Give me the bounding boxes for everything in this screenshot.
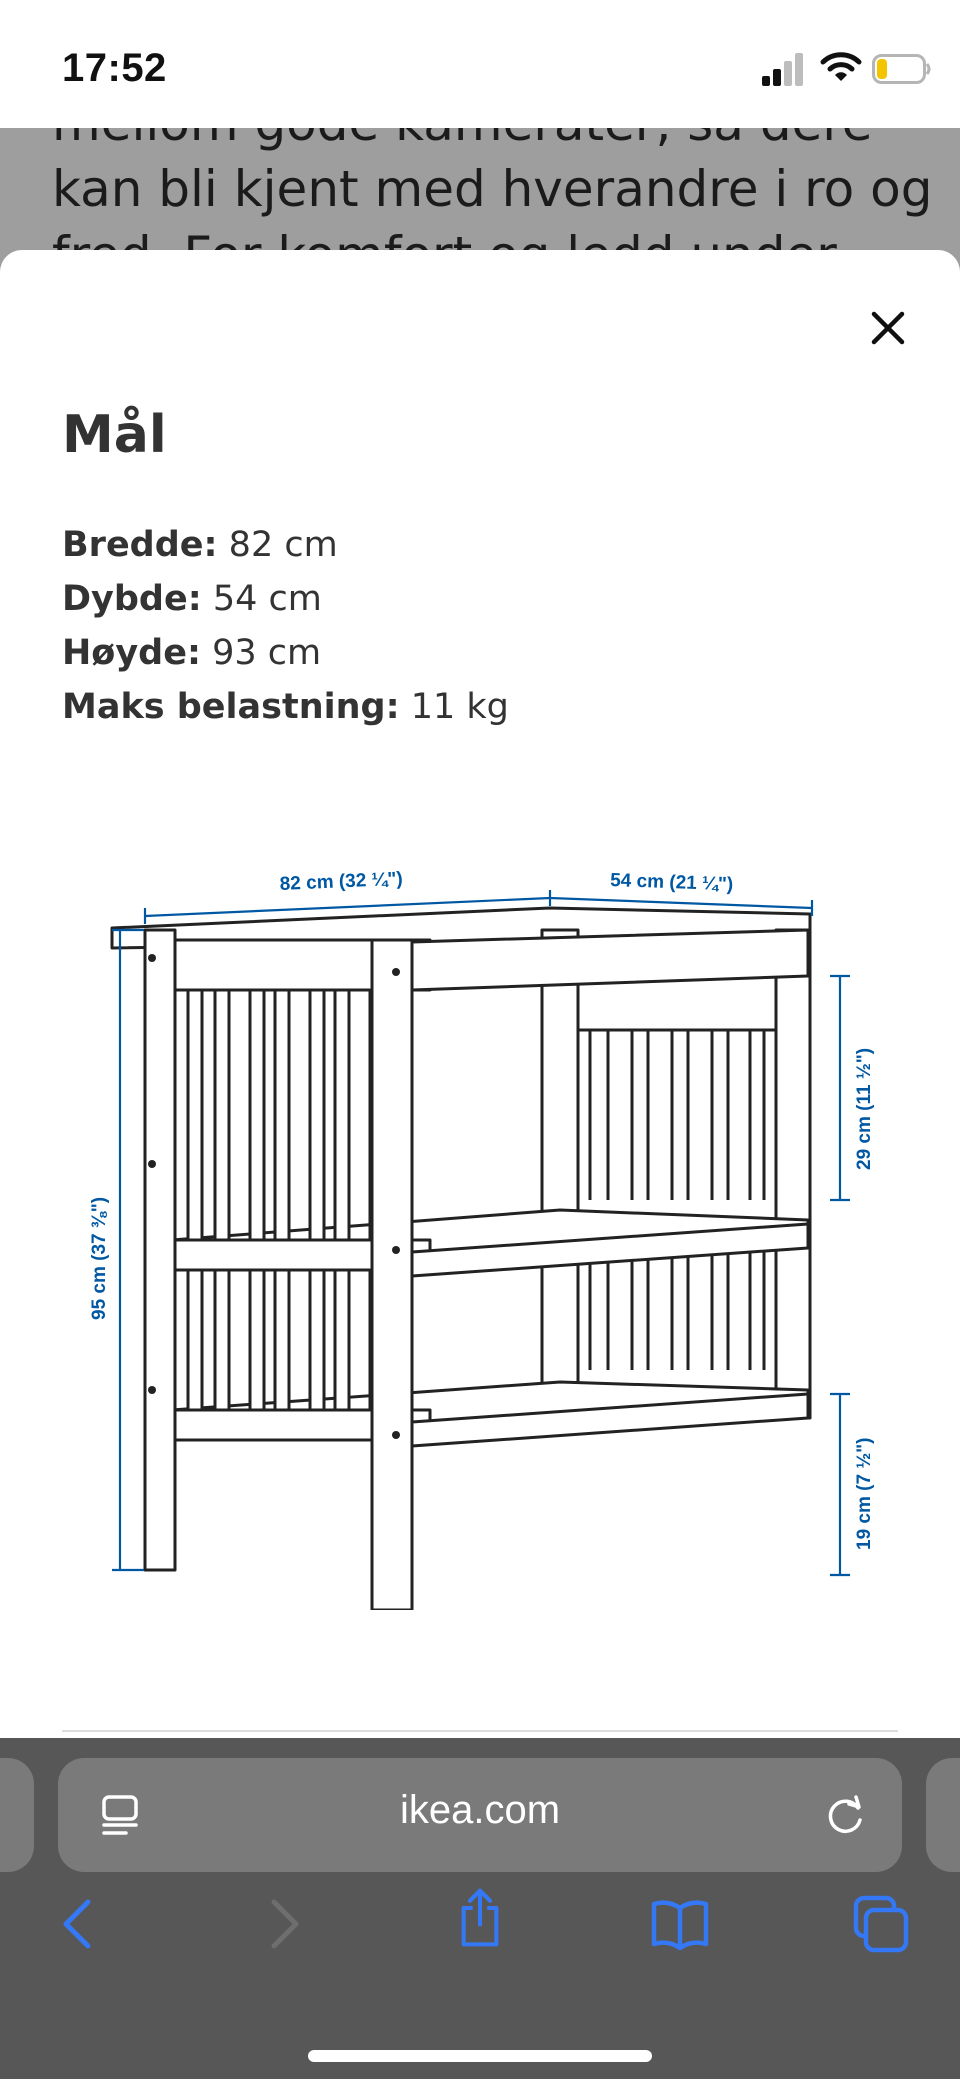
wifi-icon — [820, 52, 862, 81]
reload-icon[interactable] — [824, 1792, 868, 1838]
depth-dimension-label: 54 cm (21 ¼") — [610, 870, 734, 895]
spec-value: 11 kg — [410, 687, 509, 727]
previous-tab-pill[interactable] — [0, 1758, 34, 1872]
url-text[interactable]: ikea.com — [399, 1788, 561, 1832]
bottom-gap-dimension-label: 19 cm (7 ½") — [854, 1437, 875, 1550]
home-indicator — [308, 2050, 652, 2062]
bookmarks-icon[interactable] — [650, 1894, 710, 1954]
status-bar: 17:52 — [0, 0, 960, 128]
spec-row-max-load: Maks belastning: 11 kg — [62, 680, 509, 734]
browser-toolbar: ikea.com — [0, 1738, 960, 2079]
spec-row-height: Høyde: 93 cm — [62, 626, 509, 680]
height-dimension-label: 95 cm (37 ⅜") — [89, 1197, 110, 1320]
background-line: mellom gode kamerater, så dere — [52, 128, 932, 156]
spec-value: 54 cm — [212, 579, 322, 619]
signal-icon — [762, 53, 803, 86]
top-gap-dimension-label: 29 cm (11 ½") — [854, 1048, 875, 1170]
reader-icon[interactable] — [98, 1792, 144, 1838]
spec-value: 82 cm — [228, 525, 338, 565]
spec-label: Høyde: — [62, 633, 201, 673]
close-icon[interactable] — [860, 300, 916, 356]
back-icon[interactable] — [50, 1894, 110, 1954]
battery-icon — [872, 54, 931, 84]
share-icon[interactable] — [450, 1888, 510, 1948]
width-dimension-label: 82 cm (32 ¼") — [279, 869, 403, 895]
spec-row-width: Bredde: 82 cm — [62, 518, 509, 572]
modal-divider — [62, 1730, 898, 1732]
modal-title: Mål — [62, 405, 167, 465]
spec-label: Dybde: — [62, 579, 202, 619]
address-bar[interactable]: ikea.com — [58, 1758, 902, 1872]
spec-row-depth: Dybde: 54 cm — [62, 572, 509, 626]
spec-label: Bredde: — [62, 525, 218, 565]
changing-table-dimension-diagram: 82 cm (32 ¼") 54 cm (21 ¼") 95 cm (37 ⅜"… — [89, 869, 875, 1610]
next-tab-pill[interactable] — [926, 1758, 960, 1872]
status-time: 17:52 — [62, 46, 167, 90]
dimensions-modal: Mål Bredde: 82 cm Dybde: 54 cm Høyde: 93… — [0, 250, 960, 1738]
spec-label: Maks belastning: — [62, 687, 400, 727]
forward-icon[interactable] — [252, 1894, 312, 1954]
spec-list: Bredde: 82 cm Dybde: 54 cm Høyde: 93 cm … — [62, 518, 509, 734]
background-line: kan bli kjent med hverandre i ro og — [52, 160, 933, 218]
spec-value: 93 cm — [212, 633, 322, 673]
tabs-icon[interactable] — [850, 1894, 910, 1954]
